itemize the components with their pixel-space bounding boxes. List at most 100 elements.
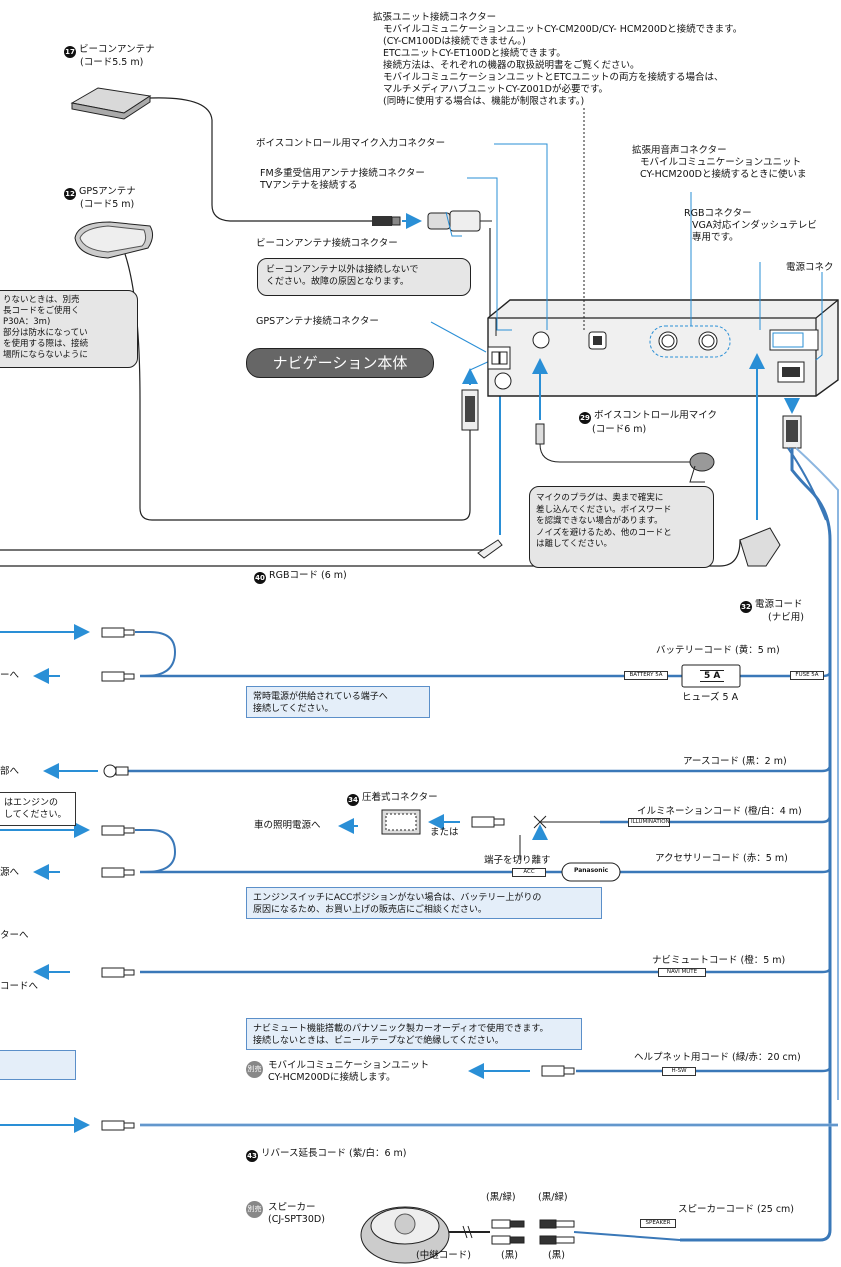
note-line: 部分は防水になってい <box>3 328 88 338</box>
rgb-cord-text: RGBコード (6 m) <box>269 570 347 581</box>
cut-terminal-label: 端子を切り離す <box>484 855 551 866</box>
navi-mute-cord-label: ナビミュートコード (橙：5 m) <box>652 955 786 966</box>
note-line: ノイズを避けるため、他のコードと <box>536 527 672 538</box>
optional-badge: 別売 <box>246 1201 263 1218</box>
fm-connector-icon <box>427 210 492 232</box>
wire-label: (中継コード) <box>416 1250 471 1261</box>
expansion-unit-title: 拡張ユニット接続コネクター <box>373 12 497 23</box>
mobile-unit-text: モバイルコミュニケーションユニット CY-HCM200Dに接続します。 <box>268 1060 429 1084</box>
note-line: ビーコンアンテナ以外は接続しないで <box>266 265 419 275</box>
navigation-unit <box>487 299 839 397</box>
battery-tag: BATTERY 5A <box>624 671 668 680</box>
expansion-line: 接続方法は、それぞれの機器の取扱説明書をご覧ください。 <box>383 60 640 71</box>
number-badge: 40 <box>254 572 266 584</box>
expansion-line: ETCユニットCY-ET100Dと接続できます。 <box>383 48 566 59</box>
fm-line: TVアンテナを接続する <box>260 180 358 191</box>
speaker-label: 別売 <box>246 1200 266 1218</box>
audio-title: 拡張用音声コネクター <box>632 145 727 156</box>
beacon-antenna-cord: (コード5.5 m) <box>80 57 144 68</box>
note-line: マイクのプラグは、奥まで確実に <box>536 493 664 503</box>
beacon-antenna-name: ビーコンアンテナ <box>79 44 155 55</box>
note-line: 接続しないときは、ビニールテープなどで絶縁してください。 <box>253 1036 504 1046</box>
wire-label: (黒) <box>548 1250 565 1261</box>
power-cord-sub: (ナビ用) <box>768 612 804 623</box>
fuse-value: 5 A <box>700 670 725 682</box>
number-badge: 34 <box>347 794 359 806</box>
power-cord-name: 電源コード <box>755 599 803 610</box>
blank-note-box <box>0 1050 76 1080</box>
acc-note: エンジンスイッチにACCポジションがない場合は、バッテリー上がりの 原因になるた… <box>246 887 602 919</box>
expansion-line: (CY-CM100Dは接続できません。) <box>383 36 526 47</box>
rgb-title: RGBコネクター <box>684 208 752 219</box>
note-line: は離してください。 <box>536 539 612 549</box>
mobile-unit-label: 別売 <box>246 1060 266 1078</box>
note-line: ナビミュート機能搭載のパナソニック製カーオーディオで使用できます。 <box>253 1024 549 1034</box>
navigation-unit-label: ナビゲーション本体 <box>246 348 434 378</box>
speaker-text: スピーカー (CJ-SPT30D) <box>268 1202 325 1226</box>
expansion-line: モバイルコミュニケーションユニットとETCユニットの両方を接続する場合は、 <box>383 72 724 83</box>
gps-antenna-cord: (コード5 m) <box>80 199 135 210</box>
ground-terminal-icon <box>103 764 129 778</box>
voice-mic-icon <box>535 423 715 483</box>
speaker-model: (CJ-SPT30D) <box>268 1214 325 1225</box>
note-line: 常時電源が供給されている端子へ <box>253 692 388 702</box>
power-connector-icon <box>782 415 802 449</box>
number-badge: 29 <box>579 412 591 424</box>
note-line: りないときは、別売 <box>3 295 80 305</box>
note-line: P30A：3m) <box>3 317 51 327</box>
voice-mic-cord: (コード6 m) <box>592 424 647 435</box>
note-line: 長コードをご使用く <box>3 306 80 316</box>
power-connector-label: 電源コネク <box>786 262 834 273</box>
speaker-plug-icons <box>491 1219 575 1245</box>
navi-mute-note: ナビミュート機能搭載のパナソニック製カーオーディオで使用できます。 接続しないと… <box>246 1018 582 1050</box>
mobile-line: モバイルコミュニケーションユニット <box>268 1060 430 1071</box>
acc-destination-label: 源へ <box>0 867 20 878</box>
wire-label: (黒/緑) <box>486 1192 516 1203</box>
illumination-cord-label: イルミネーションコード (橙/白：4 m) <box>637 806 802 817</box>
expansion-line: (同時に使用する場合は、機能が制限されます。) <box>383 96 585 107</box>
ground-destination-label: 部へ <box>0 766 20 777</box>
note-line: ください。故障の原因となります。 <box>266 277 409 287</box>
voice-mic-name: ボイスコントロール用マイク <box>594 410 718 421</box>
audio-line: モバイルコミュニケーションユニット <box>640 157 802 168</box>
acc-tag: ACC <box>512 868 546 877</box>
mic-note: マイクのプラグは、奥まで確実に 差し込んでください。ボイスワード を認識できない… <box>529 486 714 568</box>
speaker-tag: SPEAKER <box>640 1219 676 1228</box>
voice-mic-connector-label: ボイスコントロール用マイク入力コネクター <box>256 138 446 149</box>
note-line: してください。 <box>4 810 67 820</box>
hsw-tag: H-SW <box>662 1067 696 1076</box>
number-badge: 12 <box>64 188 76 200</box>
gps-extension-note: りないときは、別売 長コードをご使用く P30A：3m) 部分は防水になってい … <box>0 290 138 368</box>
speaker-icon <box>360 1206 450 1264</box>
plug-icons <box>101 627 575 1131</box>
fm-connector-label: FM多重受信用アンテナ接続コネクター TVアンテナを接続する <box>260 168 425 192</box>
note-line: を使用する際は、接続 <box>3 339 89 349</box>
gps-connector-label: GPSアンテナ接続コネクター <box>256 316 379 327</box>
gps-plug-icon <box>461 389 479 431</box>
note-line: 差し込んでください。ボイスワード <box>536 504 672 515</box>
engine-note: はエンジンの してください。 <box>0 792 76 826</box>
crimp-connector-icon <box>381 809 421 835</box>
brand-tag: Panasonic <box>574 867 609 874</box>
reverse-cord-text: リバース延長コード (紫/白：6 m) <box>261 1148 407 1159</box>
beacon-antenna-icon <box>70 87 152 120</box>
wire-label: (黒/緑) <box>538 1192 568 1203</box>
note-line: 接続してください。 <box>253 704 334 714</box>
crimp-name: 圧着式コネクター <box>362 792 438 803</box>
audio-line: CY-HCM200Dと接続するときに使いま <box>640 169 807 180</box>
rgb-line: VGA対応インダッシュテレビ <box>692 220 817 231</box>
connector-destination-label: ターへ <box>0 930 29 941</box>
ground-cord-label: アースコード (黒：2 m) <box>683 756 787 767</box>
note-line: はエンジンの <box>4 798 59 808</box>
beacon-plug-icon <box>372 216 401 226</box>
optional-badge: 別売 <box>246 1061 263 1078</box>
battery-cord-label: バッテリーコード (黄：5 m) <box>656 645 780 656</box>
helpnet-cord-label: ヘルプネット用コード (緑/赤：20 cm) <box>634 1052 801 1063</box>
battery-note: 常時電源が供給されている端子へ 接続してください。 <box>246 686 430 718</box>
battery-destination-label: ーへ <box>0 670 20 681</box>
